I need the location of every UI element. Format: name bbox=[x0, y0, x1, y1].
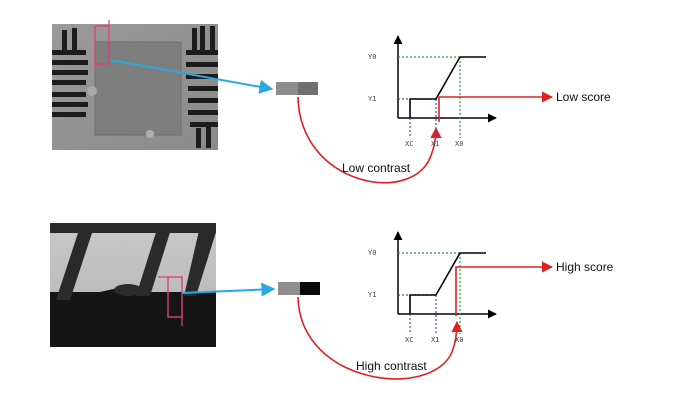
bottom-label-y0: Y0 bbox=[368, 249, 376, 257]
bottom-score-arrow bbox=[455, 261, 554, 316]
top-contrast-swatch bbox=[276, 82, 318, 95]
bottom-label-y1: Y1 bbox=[368, 291, 376, 299]
bottom-xray-image bbox=[50, 223, 216, 347]
top-label-y0: Y0 bbox=[368, 53, 376, 61]
bottom-score-graph: Y0 Y1 XC X1 X0 bbox=[368, 231, 497, 344]
top-score-graph: Y0 Y1 XC X1 X0 bbox=[368, 35, 497, 148]
top-xray-image bbox=[52, 20, 218, 150]
top-label-xc: XC bbox=[405, 140, 413, 148]
top-score-arrow bbox=[438, 91, 554, 122]
bottom-label-xc: XC bbox=[405, 336, 413, 344]
top-label-x1: X1 bbox=[431, 140, 439, 148]
bottom-label-x0: X0 bbox=[455, 336, 463, 344]
bottom-label-x1: X1 bbox=[431, 336, 439, 344]
top-score-curve bbox=[409, 56, 486, 118]
top-label-y1: Y1 bbox=[368, 95, 376, 103]
bottom-sample-arrow bbox=[181, 282, 276, 297]
bottom-contrast-curve-arrow bbox=[297, 296, 463, 380]
bottom-score-curve bbox=[409, 252, 486, 314]
top-contrast-curve-arrow bbox=[297, 96, 442, 184]
top-label-x0: X0 bbox=[455, 140, 463, 148]
top-contrast-label: Low contrast bbox=[342, 161, 411, 175]
top-result-label: Low score bbox=[556, 90, 611, 104]
top-sample-arrow bbox=[109, 59, 274, 94]
bottom-contrast-label: High contrast bbox=[356, 359, 427, 373]
bottom-result-label: High score bbox=[556, 260, 614, 274]
bottom-contrast-swatch bbox=[278, 282, 320, 295]
